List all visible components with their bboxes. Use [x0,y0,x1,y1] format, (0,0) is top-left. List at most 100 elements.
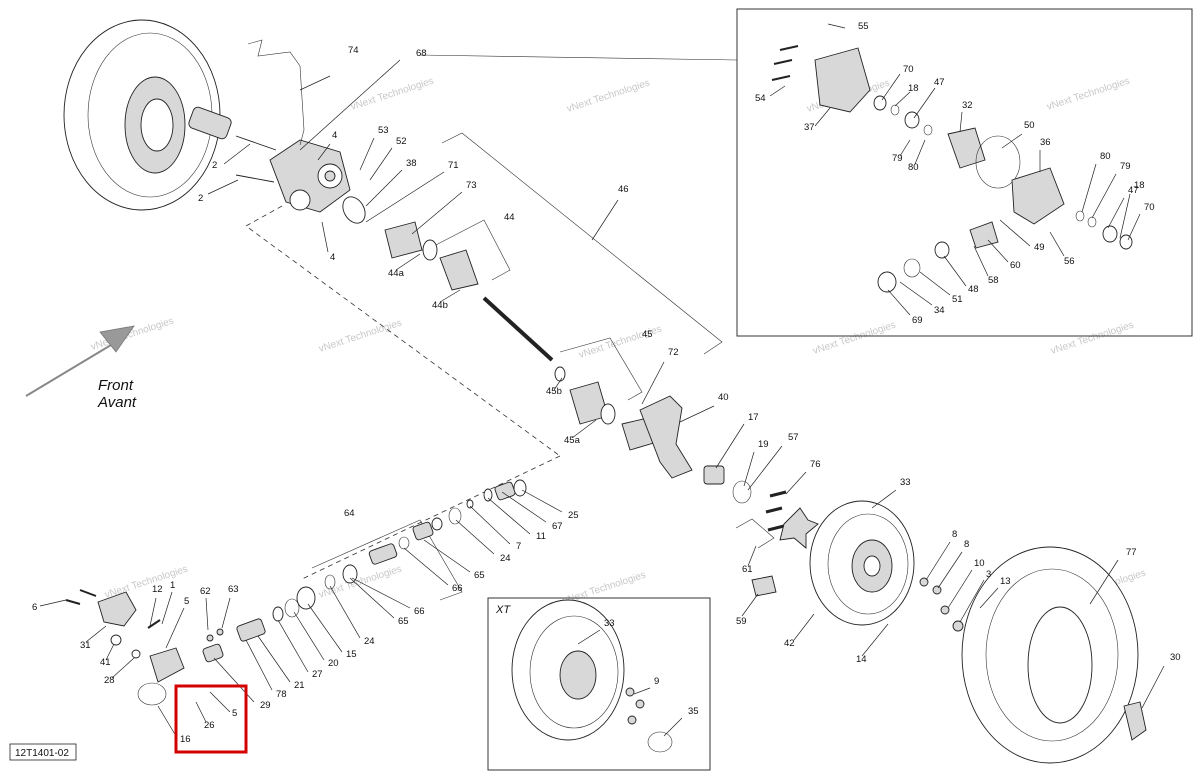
leader-line-c26 [195,701,207,723]
leader-line-c62 [205,597,209,631]
bracket-61 [735,518,775,549]
callout-c80b: 80 [1100,151,1111,162]
callout-c79b: 79 [1120,161,1131,172]
bracket-45 [559,337,643,401]
callout-c50: 50 [1024,120,1035,131]
leader-line-c78 [245,639,273,691]
leader-line-c55 [827,23,846,29]
callout-c44a: 44a [388,268,405,279]
leader-line-c1 [161,591,173,625]
weights-59-drawing [751,575,777,597]
leader-line-c18b [1119,193,1131,239]
callout-c4b: 4 [330,252,335,263]
callout-c80a: 80 [908,162,919,173]
leader-line-c44a [395,253,421,271]
leader-line-c35 [663,717,683,737]
leader-line-c59 [741,593,759,617]
callout-c33a: 33 [900,477,911,488]
callout-c70a: 70 [903,64,914,75]
diagram-code-frame [9,743,77,761]
callout-c59: 59 [736,616,747,627]
bracket-44 [431,219,511,281]
callout-c18b: 18 [1134,180,1145,191]
front-differential-drawing [269,139,351,213]
callout-c61: 61 [742,564,753,575]
leader-line-c60 [987,239,1009,263]
rear-tire-drawing [961,546,1139,764]
dashed-path-bottom [299,455,561,581]
callout-c74: 74 [348,45,359,56]
callout-c12: 12 [152,584,163,595]
callout-c66a: 66 [452,583,463,594]
leader-line-c4a [317,143,331,161]
callout-c76: 76 [810,459,821,470]
callout-c34: 34 [934,305,945,316]
callout-c65a: 65 [474,570,485,581]
callout-c72: 72 [668,347,679,358]
differential-inset-frame [736,8,1193,337]
leader-line-c56 [1049,231,1065,257]
leader-line-c25 [521,489,563,513]
callout-c70b: 70 [1144,202,1155,213]
inset-differential-drawing [771,45,1133,293]
leader-line-c8a [925,541,951,581]
callout-c1: 1 [170,580,175,591]
leader-line-c65b [349,577,395,619]
leader-line-c66a [403,547,449,586]
leader-line-c44b [439,289,461,303]
callout-c63: 63 [228,584,239,595]
watermark-text: vNext Technologies [318,318,404,355]
leader-line-c76 [785,471,807,495]
leader-line-c70b [1127,213,1141,241]
callout-c65b: 65 [398,616,409,627]
rear-axle-parts-drawing [202,479,527,663]
callout-c58: 58 [988,275,999,286]
callout-c15: 15 [346,649,357,660]
leader-line-c57 [747,445,783,491]
leader-line-c30 [1141,665,1165,709]
bracket-46 [441,132,723,355]
callout-c54: 54 [755,93,766,104]
leader-line-c13 [979,587,999,609]
callout-c6: 6 [32,602,37,613]
rim-33-drawing [809,500,915,626]
brake-assembly-drawing [65,589,185,706]
callout-c30: 30 [1170,652,1181,663]
callout-c55: 55 [858,21,869,32]
callout-c27: 27 [312,669,323,680]
leader-line-c45b [553,377,563,391]
knuckle-40-drawing [639,395,693,479]
callout-c24b: 24 [364,636,375,647]
leader-line-c24b [329,585,361,639]
callout-c37: 37 [804,122,815,133]
xt-inset-frame [487,597,711,771]
leader-line-c37 [814,107,831,127]
callout-c52: 52 [396,136,407,147]
leader-line-c24a [455,519,495,555]
leader-line-c11 [487,497,531,535]
callout-c26: 26 [204,720,215,731]
leader-line-c18a [894,91,911,107]
leader-line-c53 [359,137,375,171]
leader-line-c2a [223,143,251,165]
callout-c33b: 33 [604,618,615,629]
callout-c11: 11 [536,531,546,542]
callout-c2b: 2 [198,193,203,204]
leader-line-c40 [679,405,715,423]
xt-inset-label: XT [495,604,511,616]
callout-c78: 78 [276,689,287,700]
dashed-path-left [245,205,561,457]
leader-line-c47a [913,87,936,119]
callout-c3: 3 [986,569,991,580]
xt-rim-drawing [511,599,673,753]
callout-c32: 32 [962,100,973,111]
callout-c47b: 47 [1128,185,1139,196]
leader-line-c67 [501,491,547,523]
callout-c66b: 66 [414,606,425,617]
callout-c21: 21 [294,680,305,691]
callout-c48: 48 [968,284,979,295]
leader-line-c63 [221,597,231,629]
callout-c16: 16 [180,734,191,745]
inset-link-line [419,54,738,61]
